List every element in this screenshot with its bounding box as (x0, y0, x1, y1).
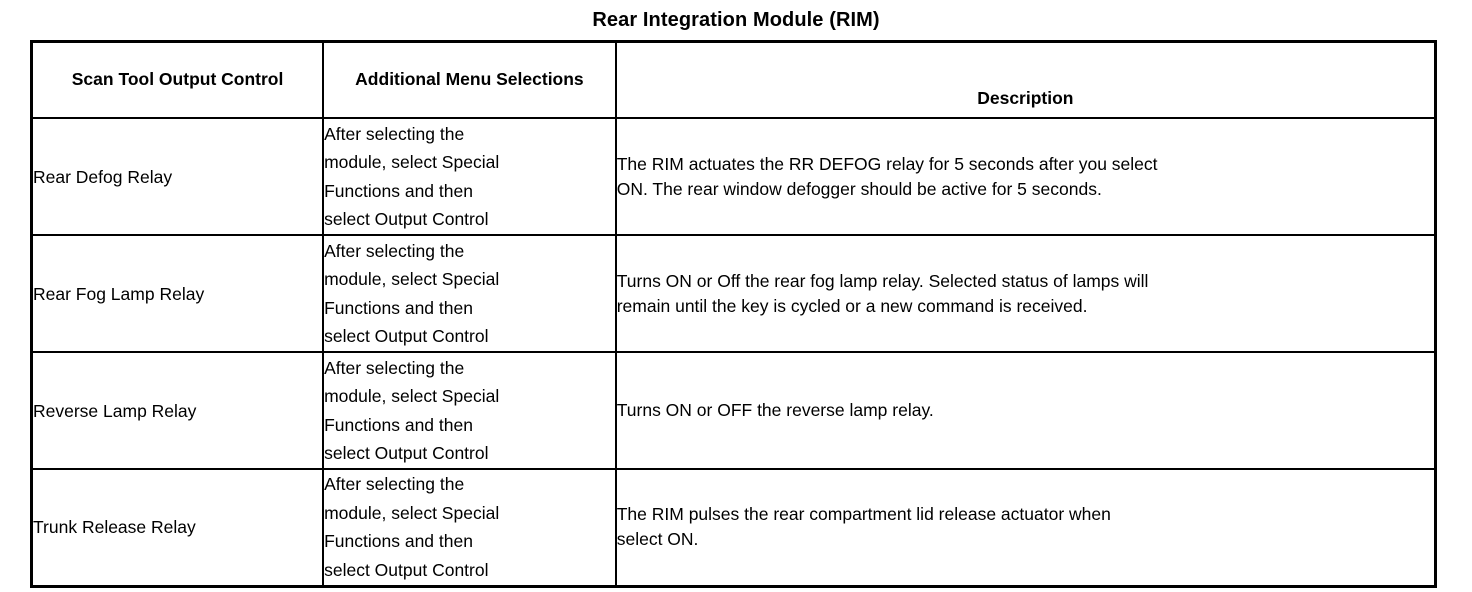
output-control-table: Scan Tool Output Control Additional Menu… (30, 40, 1437, 588)
cell-scan-tool-output-control: Reverse Lamp Relay (30, 351, 325, 470)
column-header-additional-menu-selections: Additional Menu Selections (322, 40, 617, 119)
cell-scan-tool-output-control: Rear Defog Relay (30, 117, 325, 236)
table-header: Scan Tool Output Control Additional Menu… (30, 40, 1437, 119)
column-header-description: Description (614, 40, 1437, 119)
table-row: Reverse Lamp Relay After selecting the m… (30, 351, 1437, 470)
cell-scan-tool-output-control: Rear Fog Lamp Relay (30, 234, 325, 353)
cell-additional-menu-selections: After selecting the module, select Speci… (322, 468, 617, 587)
table-header-row: Scan Tool Output Control Additional Menu… (30, 40, 1437, 119)
table-body: Rear Defog Relay After selecting the mod… (30, 117, 1437, 587)
cell-additional-menu-selections: After selecting the module, select Speci… (322, 234, 617, 353)
cell-description: Turns ON or Off the rear fog lamp relay.… (614, 234, 1437, 353)
page-title: Rear Integration Module (RIM) (592, 9, 880, 31)
table-row: Rear Fog Lamp Relay After selecting the … (30, 234, 1437, 353)
cell-description: Turns ON or OFF the reverse lamp relay. (614, 351, 1437, 470)
table-row: Rear Defog Relay After selecting the mod… (30, 117, 1437, 236)
cell-additional-menu-selections: After selecting the module, select Speci… (322, 351, 617, 470)
cell-description: The RIM pulses the rear compartment lid … (614, 468, 1437, 587)
table-row: Trunk Release Relay After selecting the … (30, 468, 1437, 587)
cell-description: The RIM actuates the RR DEFOG relay for … (614, 117, 1437, 236)
cell-additional-menu-selections: After selecting the module, select Speci… (322, 117, 617, 236)
column-header-scan-tool-output-control: Scan Tool Output Control (30, 40, 325, 119)
cell-scan-tool-output-control: Trunk Release Relay (30, 468, 325, 587)
